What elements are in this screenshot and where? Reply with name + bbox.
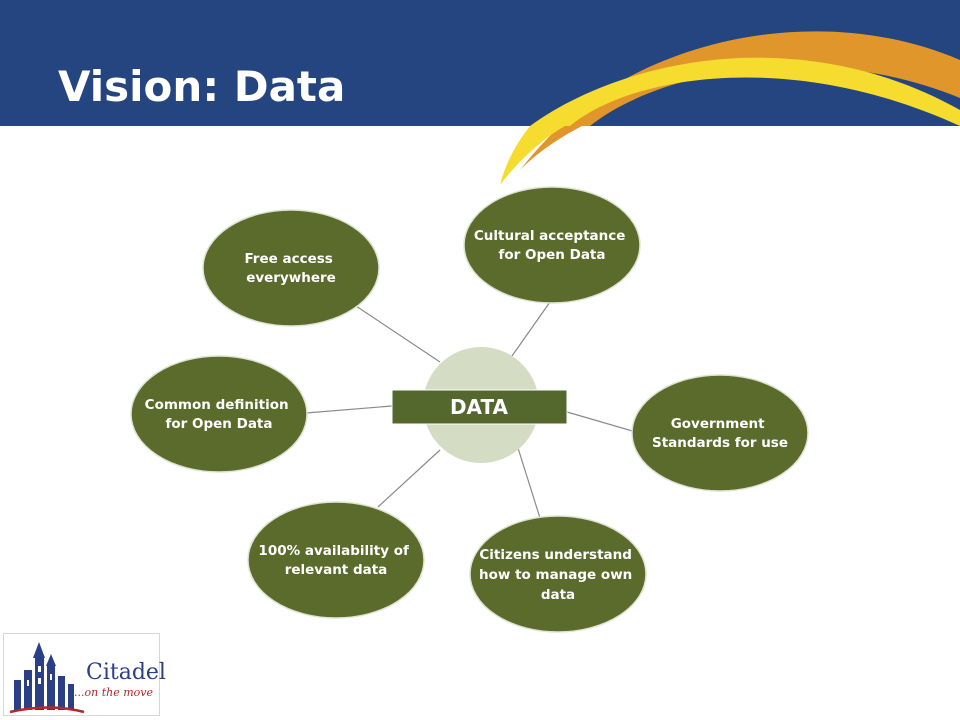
node-label-line: Standards for use [652, 435, 788, 451]
node-label-line: Government [671, 416, 765, 432]
node-label-line: 100% availability of [258, 543, 409, 559]
svg-text:Common definition for Op: Common definition for Open Data [145, 397, 294, 432]
swoosh-orange [560, 31, 960, 126]
logo-tagline: ...on the move [74, 686, 153, 699]
node-label-line: relevant data [285, 562, 388, 578]
connector-lines [305, 301, 637, 519]
swoosh-tail-yellow [500, 126, 565, 185]
node-ellipse [469, 515, 647, 633]
hub-node: DATA [391, 347, 568, 463]
node-label-line: for Open Data [499, 247, 606, 263]
node-ellipse [463, 186, 641, 304]
node-label-line: how to manage own [479, 567, 632, 583]
logo-name: Citadel [86, 660, 166, 685]
hub-label: DATA [450, 395, 509, 419]
connector-cultural-acceptance [511, 301, 551, 357]
node-ellipse [247, 501, 425, 619]
connector-free-access [355, 305, 441, 363]
node-government-standards: Government Standards for use [631, 374, 809, 492]
node-ellipse [130, 355, 308, 473]
node-citizens-understand: Citizens understand how to manage own da… [469, 515, 647, 633]
svg-text:Citizens understand how: Citizens understand how to manage own da… [479, 547, 637, 603]
connector-common-definition [305, 405, 393, 414]
node-label-line: Free access [244, 251, 332, 267]
node-availability: 100% availability of relevant data [247, 501, 425, 619]
slide-title: Vision: Data [58, 62, 346, 111]
node-label-line: everywhere [246, 270, 336, 286]
citadel-logo: Citadel ...on the move [3, 633, 166, 716]
svg-text:Government Standards for: Government Standards for use [652, 416, 788, 451]
connector-government-standards [566, 411, 637, 433]
svg-text:Free access everywhere: Free access everywhere [244, 251, 337, 286]
swoosh-yellow [530, 57, 960, 126]
node-cultural-acceptance: Cultural acceptance for Open Data [463, 186, 641, 304]
node-label-line: Citizens understand [479, 547, 632, 563]
node-label-line: Cultural acceptance [474, 228, 626, 244]
connector-availability [377, 449, 441, 508]
node-free-access: Free access everywhere [202, 209, 380, 327]
castle-icon [9, 642, 85, 714]
node-label-line: data [541, 587, 575, 603]
node-ellipse [631, 374, 809, 492]
svg-text:100% availability of rel: 100% availability of relevant data [258, 543, 413, 578]
header-band: Vision: Data [0, 0, 960, 126]
node-label-line: Common definition [145, 397, 289, 413]
node-common-definition: Common definition for Open Data [130, 355, 308, 473]
node-label-line: for Open Data [166, 416, 273, 432]
decorative-swoosh [530, 31, 960, 126]
svg-text:Cultural acceptance for: Cultural acceptance for Open Data [474, 228, 630, 263]
hub-banner [391, 389, 568, 425]
node-ellipse [202, 209, 380, 327]
connector-citizens-understand [517, 447, 541, 519]
